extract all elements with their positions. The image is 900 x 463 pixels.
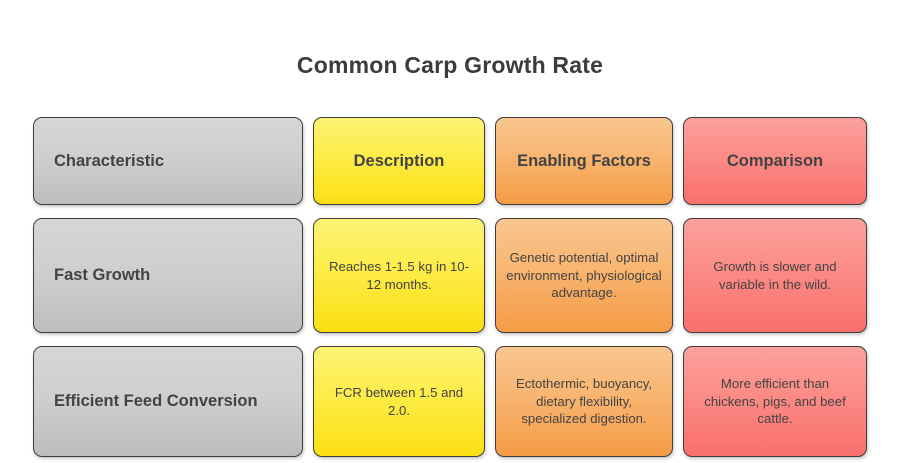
cell-comparison: Growth is slower and variable in the wil… [683,218,867,333]
cell-characteristic: Fast Growth [33,218,303,333]
cell-enabling-factors: Genetic potential, optimal environment, … [495,218,673,333]
cell-description: Reaches 1-1.5 kg in 10-12 months. [313,218,485,333]
header-cell-comparison: Comparison [683,117,867,205]
page-title: Common Carp Growth Rate [296,52,604,78]
header-cell-description: Description [313,117,485,205]
cell-characteristic: Efficient Feed Conversion [33,346,303,457]
header-cell-enabling-factors: Enabling Factors [495,117,673,205]
cell-enabling-factors: Ectothermic, buoyancy, dietary flexibili… [495,346,673,457]
cell-comparison: More efficient than chickens, pigs, and … [683,346,867,457]
table-header-row: Characteristic Description Enabling Fact… [33,117,867,205]
table-row: Efficient Feed Conversion FCR between 1.… [33,346,867,457]
table-row: Fast Growth Reaches 1-1.5 kg in 10-12 mo… [33,218,867,333]
header-enabling-factors-line2: Factors [591,151,651,170]
comparison-table: Characteristic Description Enabling Fact… [33,117,867,457]
header-cell-characteristic: Characteristic [33,117,303,205]
cell-description: FCR between 1.5 and 2.0. [313,346,485,457]
header-enabling-factors-line1: Enabling [517,151,587,170]
